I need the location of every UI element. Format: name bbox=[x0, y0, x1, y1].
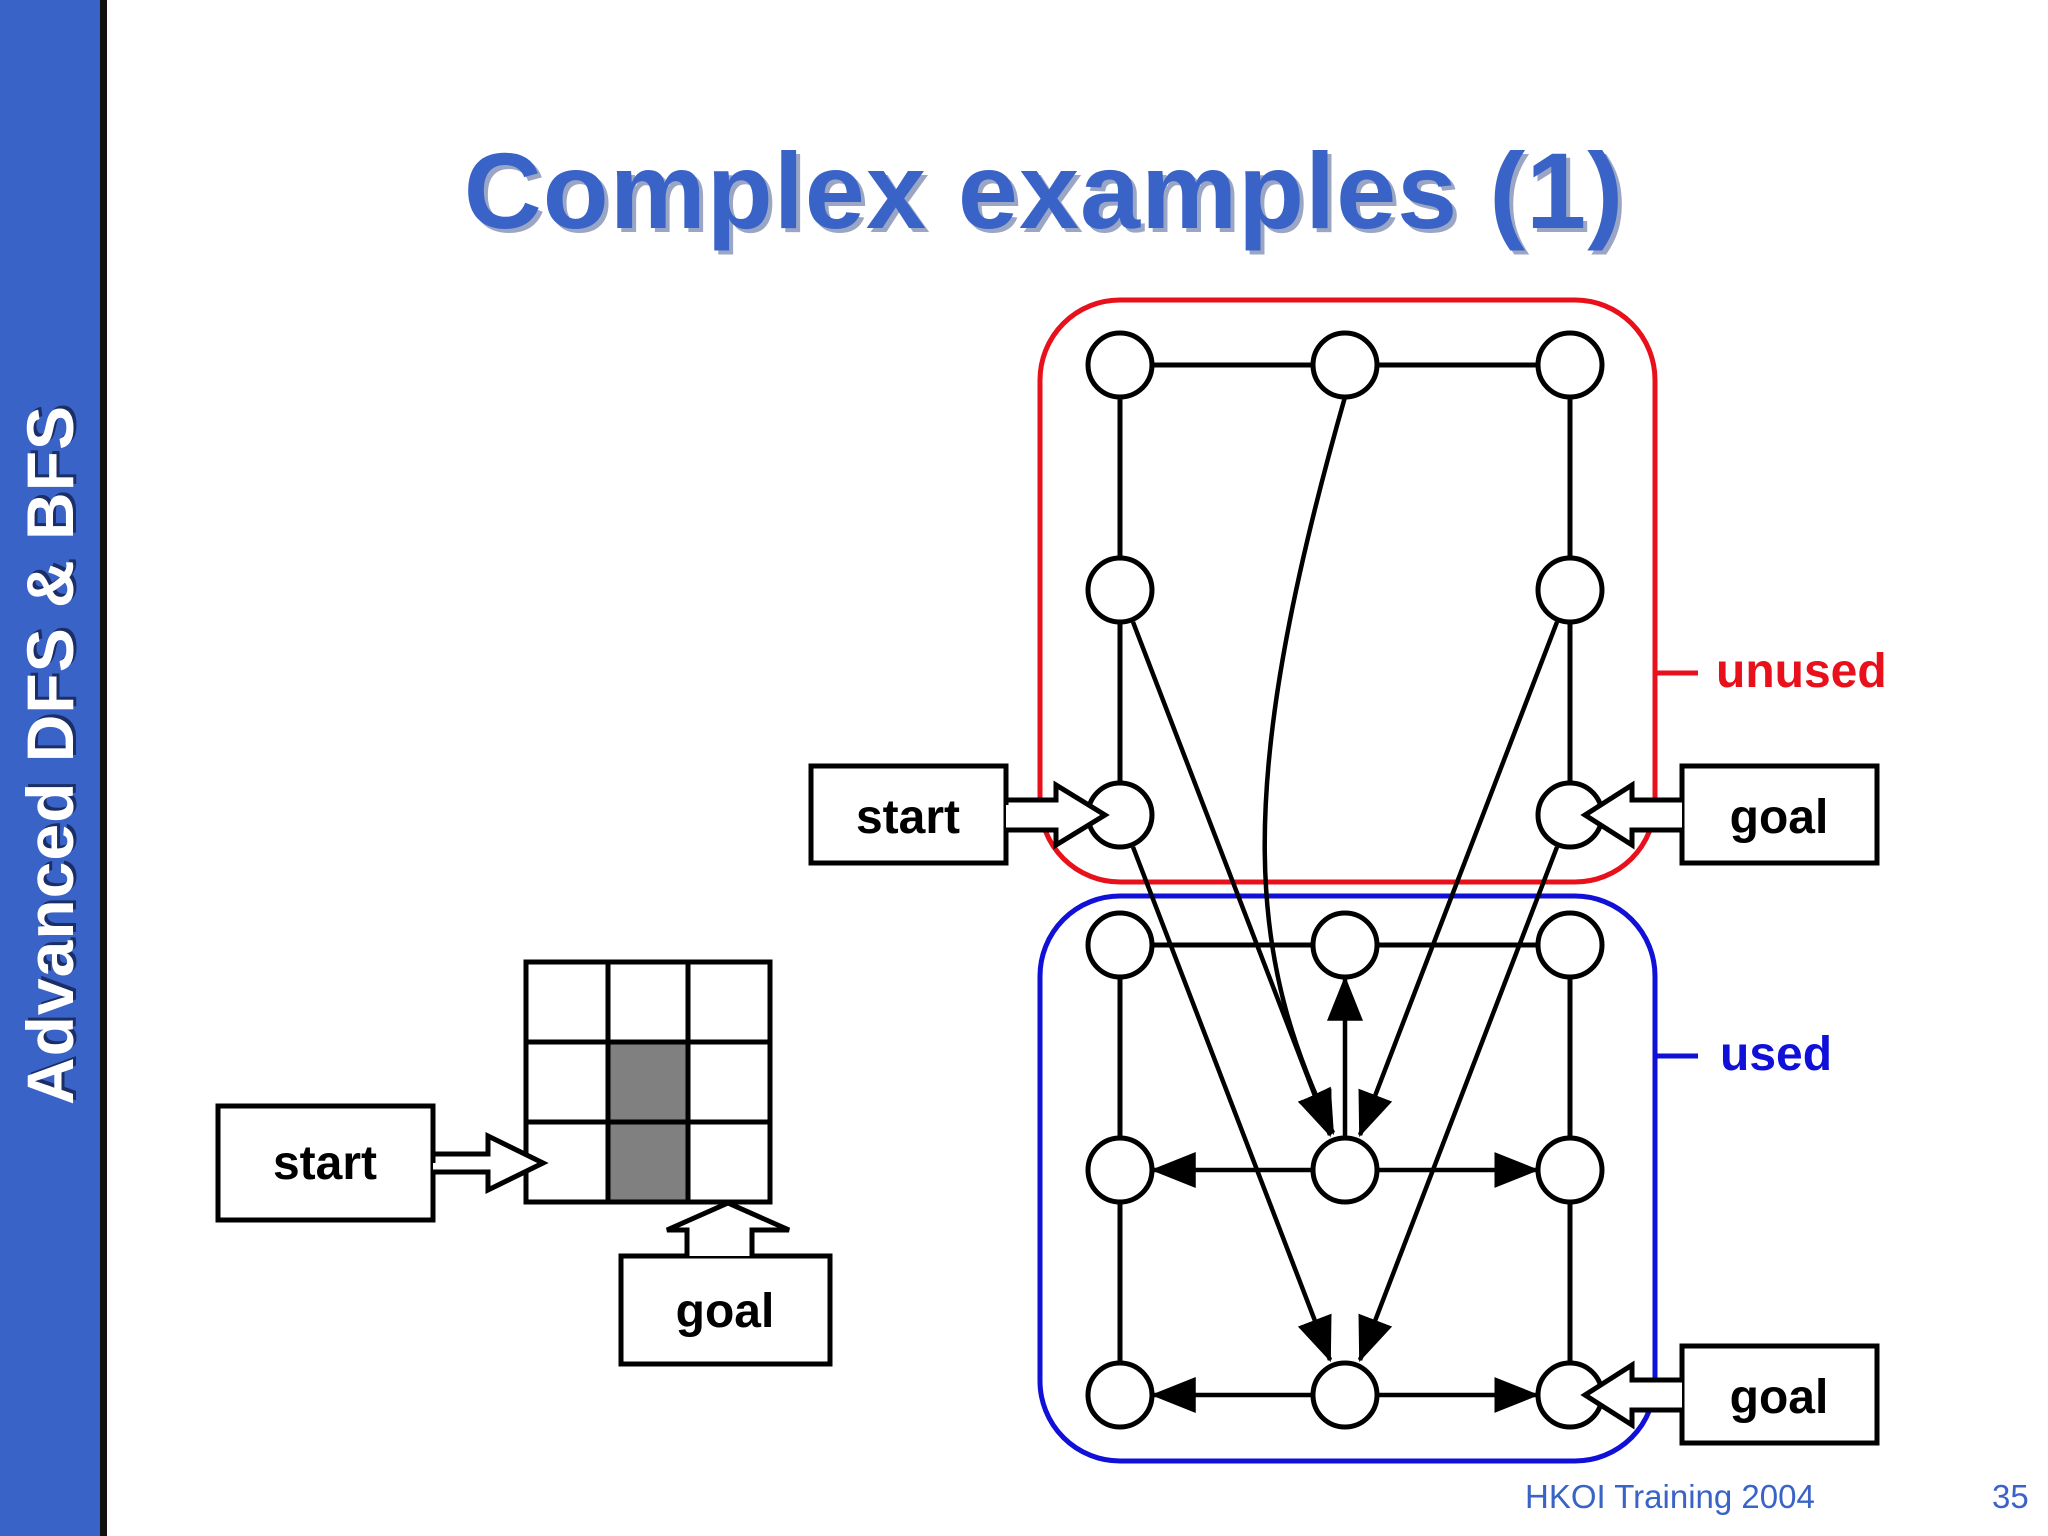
page-title: Complex examples (1) bbox=[463, 130, 1625, 251]
grid-start-label: start bbox=[273, 1137, 377, 1190]
grid-goal-arrow bbox=[665, 1200, 791, 1256]
sidebar: Advanced DFS & BFS bbox=[0, 0, 107, 1536]
node-lower-mid-left bbox=[1085, 1135, 1155, 1205]
node-bottom-middle bbox=[1310, 1360, 1380, 1430]
graph-goal-top-callout: goal bbox=[1580, 763, 1880, 866]
graph-goal-top-label: goal bbox=[1730, 791, 1829, 844]
node-lower-top-left bbox=[1085, 910, 1155, 980]
footer-page-number: 35 bbox=[1992, 1478, 2029, 1515]
node-upper-right bbox=[1535, 555, 1605, 625]
node-lower-mid-right bbox=[1535, 1135, 1605, 1205]
grid-lines bbox=[523, 959, 773, 1205]
node-lower-center bbox=[1310, 1135, 1380, 1205]
grid-goal-label: goal bbox=[676, 1285, 775, 1338]
graph-goal-bottom-label: goal bbox=[1730, 1371, 1829, 1424]
undirected-edges bbox=[1117, 362, 1573, 1395]
graph-goal-bottom-arrow bbox=[1580, 1360, 1682, 1430]
grid-goal-callout: goal bbox=[618, 1200, 833, 1367]
graph-start-arrow bbox=[1003, 780, 1110, 850]
node-top-left bbox=[1085, 330, 1155, 400]
graph-nodes bbox=[1085, 330, 1605, 1430]
used-region bbox=[1037, 893, 1658, 1464]
directed-edges bbox=[1130, 396, 1560, 1413]
grid-example: start goal bbox=[215, 959, 833, 1367]
node-top-right bbox=[1535, 330, 1605, 400]
node-upper-left bbox=[1085, 555, 1155, 625]
graph-start-callout: start bbox=[808, 763, 1110, 866]
node-bottom-left bbox=[1085, 1360, 1155, 1430]
footer-course: HKOI Training 2004 bbox=[1525, 1478, 1815, 1515]
grid-start-arrow bbox=[430, 1131, 549, 1195]
graph-start-label: start bbox=[856, 791, 960, 844]
graph-example: start goal goal unused used bbox=[808, 297, 1887, 1464]
node-lower-top-middle bbox=[1310, 910, 1380, 980]
grid-start-callout: start bbox=[215, 1103, 549, 1223]
unused-label: unused bbox=[1716, 645, 1887, 698]
node-top-middle bbox=[1310, 330, 1380, 400]
unused-region bbox=[1037, 297, 1658, 885]
node-lower-top-right bbox=[1535, 910, 1605, 980]
used-label: used bbox=[1720, 1028, 1832, 1081]
graph-goal-top-arrow bbox=[1580, 780, 1682, 850]
graph-goal-bottom-callout: goal bbox=[1580, 1343, 1880, 1446]
